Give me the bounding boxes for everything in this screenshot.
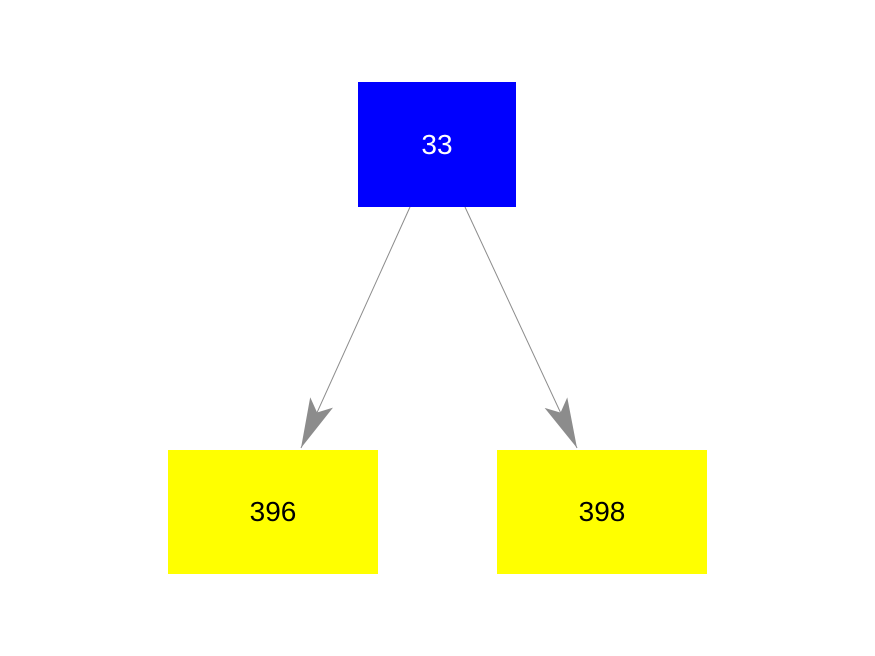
edge-root-to-left xyxy=(300,206,411,449)
node-child-right[interactable]: 398 xyxy=(497,450,707,574)
node-root-label: 33 xyxy=(421,128,453,160)
node-child-right-label: 398 xyxy=(578,496,626,527)
node-child-left[interactable]: 396 xyxy=(168,450,378,574)
edge-root-to-right xyxy=(464,206,578,449)
node-child-left-label: 396 xyxy=(249,496,297,527)
node-root[interactable]: 33 xyxy=(358,82,516,207)
